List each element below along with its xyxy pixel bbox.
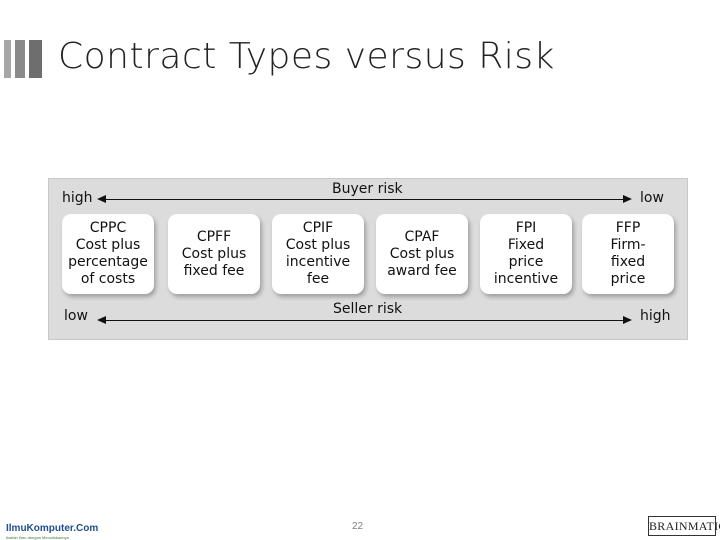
contract-desc-line: award fee [387, 262, 457, 279]
contract-abbr: FFP [615, 220, 641, 236]
buyer-risk-label: Buyer risk [332, 181, 403, 197]
contract-desc-line: incentive [285, 254, 351, 270]
buyer-risk-high-label: high [62, 190, 93, 206]
seller-risk-low-label: low [64, 308, 88, 324]
accent-bar [29, 40, 42, 78]
contract-desc-line: percentage [68, 254, 148, 270]
contract-desc-line: of costs [80, 271, 136, 287]
contract-desc-line: Cost plus [285, 237, 351, 253]
contract-desc-line: Cost plus [75, 237, 141, 253]
contract-abbr: FPI [515, 220, 537, 236]
ilmukomputer-logo: IlmuKomputer.Com Ikatlah Ilmu dengan Men… [6, 518, 98, 540]
contract-desc-line: Cost plus [389, 245, 455, 262]
slide-title: Contract Types versus Risk [58, 36, 555, 77]
contract-desc-line: price [610, 271, 646, 287]
buyer-risk-axis [104, 199, 628, 200]
seller-risk-axis [104, 320, 628, 321]
page-number: 22 [352, 521, 364, 532]
contract-desc-line: incentive [493, 271, 559, 287]
risk-diagram: high Buyer risk low CPPC Cost plus perce… [48, 178, 688, 340]
logo-name: IlmuKomputer [6, 523, 74, 534]
contract-desc-line: Fixed [507, 237, 545, 253]
contract-abbr: CPAF [404, 228, 440, 245]
contract-box-cpff: CPFF Cost plus fixed fee [168, 214, 260, 294]
contract-box-cppc: CPPC Cost plus percentage of costs [62, 214, 154, 294]
contract-abbr: CPFF [196, 228, 232, 245]
seller-axis-right-arrow [623, 316, 632, 324]
accent-bar [15, 40, 25, 78]
logo-suffix: .Com [73, 523, 99, 534]
seller-axis-left-arrow [97, 316, 106, 324]
contract-desc-line: fixed fee [183, 262, 245, 279]
contract-abbr: CPIF [302, 220, 334, 236]
title-accent-bars [4, 40, 50, 78]
contract-box-fpi: FPI Fixed price incentive [480, 214, 572, 294]
accent-bar [4, 40, 11, 78]
contract-desc-line: Firm- [610, 237, 646, 253]
brainmatics-logo: BRAINMATICS [648, 516, 720, 536]
contract-box-cpif: CPIF Cost plus incentive fee [272, 214, 364, 294]
contract-box-ffp: FFP Firm- fixed price [582, 214, 674, 294]
contract-desc-line: fixed [610, 254, 646, 270]
logo-tagline: Ikatlah Ilmu dengan Menuliskannya [6, 535, 69, 540]
contract-abbr: CPPC [89, 220, 127, 236]
buyer-risk-low-label: low [640, 190, 664, 206]
seller-risk-high-label: high [640, 308, 671, 324]
buyer-axis-left-arrow [97, 195, 106, 203]
contract-box-cpaf: CPAF Cost plus award fee [376, 214, 468, 294]
contract-desc-line: fee [306, 271, 330, 287]
contract-desc-line: price [508, 254, 544, 270]
seller-risk-label: Seller risk [333, 301, 403, 317]
buyer-axis-right-arrow [623, 195, 632, 203]
contract-desc-line: Cost plus [181, 245, 247, 262]
